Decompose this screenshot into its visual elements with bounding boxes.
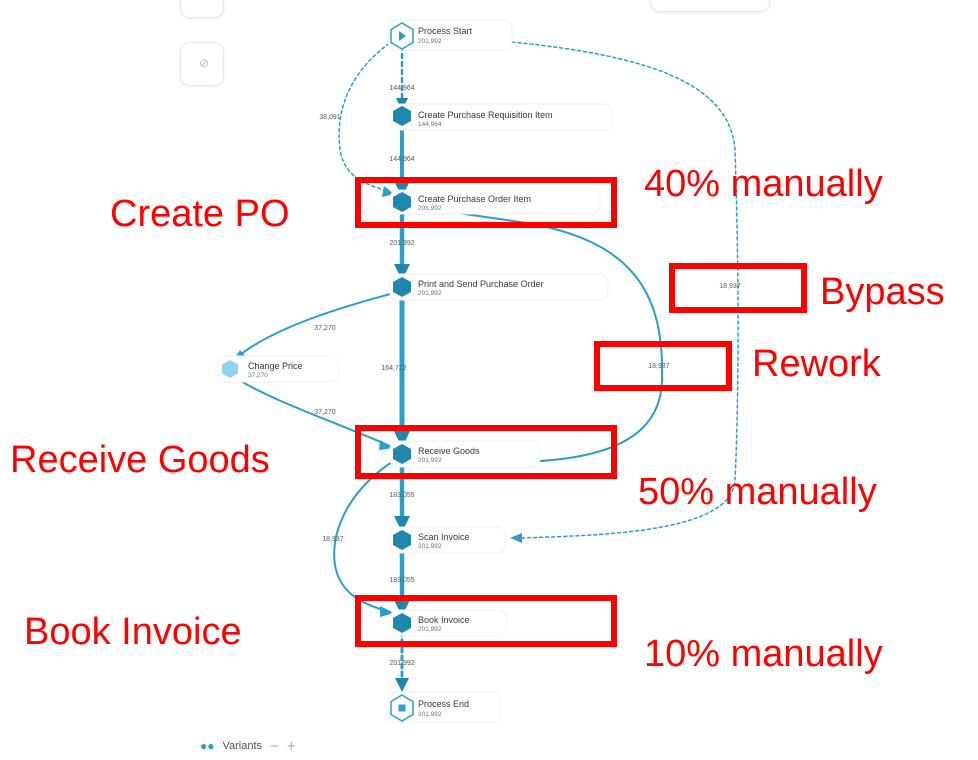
- variants-label[interactable]: Variants: [222, 740, 263, 752]
- node-create-purchase-requisition-item[interactable]: Create Purchase Requisition Item 144,964: [389, 103, 613, 131]
- node-name: Process Start: [418, 26, 473, 36]
- annotation-50-percent-manually: 50% manually: [638, 471, 877, 513]
- edge-pspo-to-cp: [235, 292, 395, 359]
- edge-label: 201,992: [389, 660, 414, 667]
- annotation-create-po: Create PO: [110, 193, 290, 235]
- edge-label: 18,937: [322, 536, 344, 543]
- edge-label: 144,964: [389, 156, 414, 163]
- node-count: 144,964: [418, 121, 442, 128]
- node-count: 201,992: [418, 543, 442, 550]
- edge-label: 201,992: [389, 240, 414, 247]
- node-create-purchase-order-item[interactable]: Create Purchase Order Item 201,992: [389, 189, 601, 215]
- node-name: Scan Invoice: [418, 532, 470, 542]
- node-name: Receive Goods: [418, 446, 480, 456]
- annotation-book-invoice: Book Invoice: [24, 611, 242, 653]
- hide-filter-button[interactable]: ⊘: [180, 42, 224, 86]
- edge-bypass-start-to-si: [511, 41, 739, 539]
- edge-label: 18,937: [719, 283, 741, 290]
- node-change-price[interactable]: Change Price 37,270: [217, 355, 339, 383]
- highlight-box-bypass: [669, 263, 807, 313]
- people-icon: ●●: [200, 739, 215, 753]
- annotation-receive-goods: Receive Goods: [10, 439, 270, 481]
- variants-bar: ●● Variants − +: [200, 736, 296, 756]
- node-count: 201,992: [418, 38, 442, 45]
- node-receive-goods[interactable]: Receive Goods 201,992: [389, 440, 541, 468]
- node-print-and-send-purchase-order[interactable]: Print and Send Purchase Order 201,992: [389, 273, 609, 301]
- node-count: 201,992: [418, 205, 442, 212]
- eye-slash-icon: ⊘: [199, 56, 210, 70]
- node-name: Book Invoice: [418, 615, 470, 625]
- highlight-box-create-po: [355, 177, 617, 228]
- edge-label: 183,055: [389, 492, 414, 499]
- edge-label: 164,722: [381, 365, 406, 372]
- edge-start-to-cpoi: [338, 39, 395, 193]
- node-name: Process End: [418, 699, 469, 709]
- edge-rg-to-bi: [333, 461, 393, 613]
- node-count: 201,992: [418, 711, 442, 718]
- node-count: 201,992: [418, 626, 442, 633]
- node-scan-invoice[interactable]: Scan Invoice 201,992: [389, 526, 507, 554]
- edge-label: 37,270: [314, 409, 336, 416]
- annotation-rework: Rework: [752, 343, 882, 385]
- play-icon: [399, 31, 406, 41]
- variants-plus-button[interactable]: +: [286, 737, 296, 755]
- node-count: 201,992: [418, 457, 442, 464]
- node-name: Change Price: [248, 361, 303, 371]
- node-book-invoice[interactable]: Book Invoice 201,992: [389, 609, 507, 637]
- edge-cp-to-rg: [235, 377, 391, 447]
- node-count: 201,992: [418, 290, 442, 297]
- edge-label: 37,270: [314, 325, 336, 332]
- edge-label: 183,055: [389, 577, 414, 584]
- highlight-box-receive-goods: [355, 425, 617, 479]
- node-process-end[interactable]: Process End 201,992: [387, 691, 501, 723]
- variants-minus-button[interactable]: −: [270, 737, 279, 755]
- highlight-box-book-invoice: [355, 595, 617, 647]
- toolbar-button-top[interactable]: [180, 0, 224, 18]
- highlight-box-rework: [594, 341, 732, 391]
- annotation-10-percent-manually: 10% manually: [644, 633, 883, 675]
- node-process-start[interactable]: Process Start 201,992: [387, 19, 513, 51]
- edge-rework-rg-to-cpoi: [411, 207, 664, 464]
- edge-label: 18,937: [648, 363, 670, 370]
- node-count: 37,270: [248, 372, 268, 379]
- annotation-40-percent-manually: 40% manually: [644, 163, 883, 205]
- node-name: Print and Send Purchase Order: [418, 279, 544, 289]
- edge-label: 144,964: [389, 85, 414, 92]
- node-name: Create Purchase Requisition Item: [418, 110, 553, 120]
- stop-icon: [398, 704, 406, 712]
- node-name: Create Purchase Order Item: [418, 194, 531, 204]
- edge-label: 38,091: [319, 114, 341, 121]
- annotation-bypass: Bypass: [820, 271, 945, 313]
